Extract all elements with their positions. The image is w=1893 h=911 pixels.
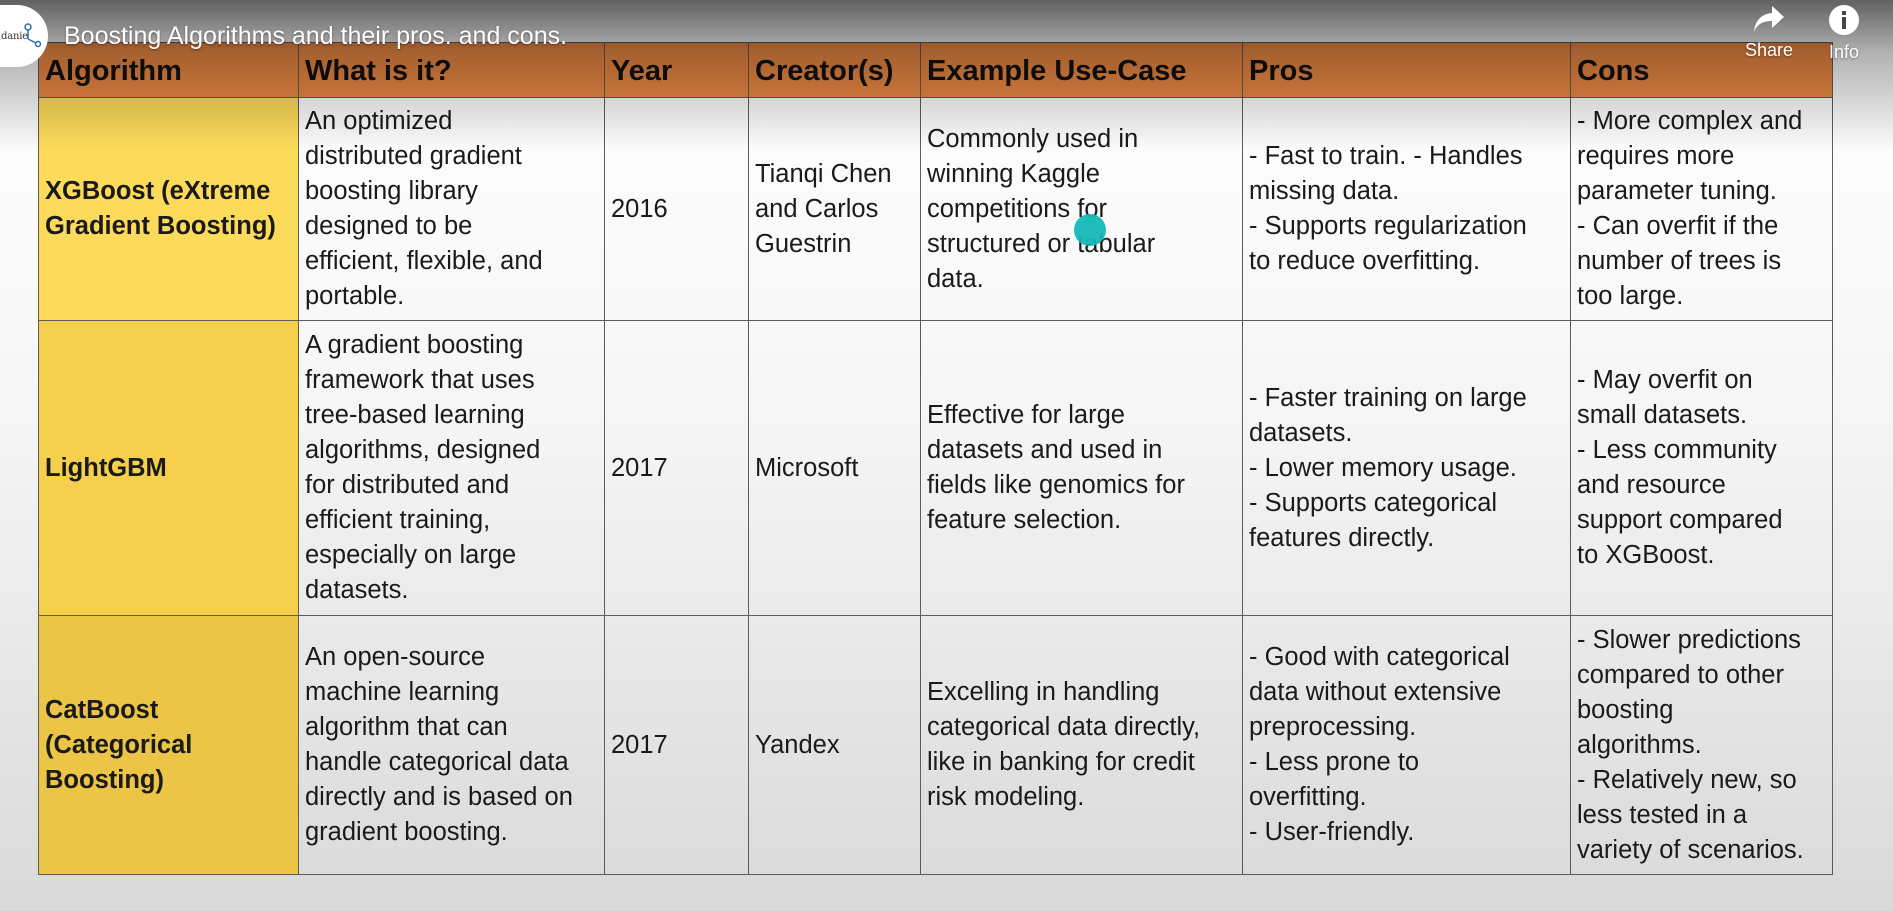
header-year: Year (604, 42, 749, 98)
share-label: Share (1745, 40, 1794, 60)
header-cons: Cons (1570, 42, 1833, 98)
cell-algorithm: CatBoost (Categorical Boosting) (38, 615, 299, 875)
video-title[interactable]: Boosting Algorithms and their pros. and … (64, 22, 568, 50)
cell-cons: - More complex and requires more paramet… (1570, 97, 1833, 321)
use-case-text: Excelling in handling categorical data d… (927, 678, 1201, 811)
cell-year: 2017 (604, 320, 749, 616)
cell-what: An open-source machine learning algorith… (298, 615, 605, 875)
pros-text: - Faster training on large datasets. - L… (1249, 383, 1527, 552)
cell-use-case: Excelling in handling categorical data d… (920, 615, 1243, 875)
cons-text: - More complex and requires more paramet… (1577, 107, 1803, 310)
cell-creators: Tianqi Chen and Carlos Guestrin (748, 97, 921, 321)
description-text: An open-source machine learning algorith… (305, 643, 573, 846)
use-case-text: Effective for large datasets and used in… (927, 401, 1185, 534)
cons-text: - Slower predictions compared to other b… (1577, 625, 1804, 864)
info-circle-icon (1829, 5, 1859, 35)
cons-text: - May overfit on small datasets. - Less … (1577, 366, 1783, 569)
year-text: 2017 (611, 453, 668, 482)
table-row: XGBoost (eXtreme Gradient Boosting) An o… (38, 97, 1833, 321)
pros-text: - Fast to train. - Handles missing data.… (1249, 142, 1527, 275)
header-example-use-case: Example Use-Case (920, 42, 1243, 98)
cell-creators: Microsoft (748, 320, 921, 616)
cell-cons: - Slower predictions compared to other b… (1570, 615, 1833, 875)
boosting-comparison-table: Algorithm What is it? Year Creator(s) Ex… (38, 42, 1833, 875)
header-pros: Pros (1242, 42, 1571, 98)
description-text: An optimized distributed gradient boosti… (305, 107, 543, 310)
pros-text: - Good with categorical data without ext… (1249, 643, 1510, 846)
info-button[interactable]: Info (1828, 4, 1860, 63)
description-text: A gradient boosting framework that uses … (305, 331, 541, 604)
info-label: Info (1828, 42, 1860, 62)
cell-what: A gradient boosting framework that uses … (298, 320, 605, 616)
use-case-text: Commonly used in winning Kaggle competit… (927, 124, 1156, 293)
creators-text: Tianqi Chen and Carlos Guestrin (755, 159, 892, 258)
cell-pros: - Faster training on large datasets. - L… (1242, 320, 1571, 616)
channel-logo-icon (24, 23, 42, 48)
cursor-highlight-dot (1074, 214, 1106, 246)
cell-algorithm: LightGBM (38, 320, 299, 616)
cell-year: 2017 (604, 615, 749, 875)
cell-year: 2016 (604, 97, 749, 321)
cell-cons: - May overfit on small datasets. - Less … (1570, 320, 1833, 616)
algorithm-name: XGBoost (eXtreme Gradient Boosting) (45, 177, 276, 240)
cell-pros: - Good with categorical data without ext… (1242, 615, 1571, 875)
year-text: 2016 (611, 194, 668, 223)
creators-text: Yandex (755, 730, 840, 759)
algorithm-name: LightGBM (45, 453, 167, 482)
cell-creators: Yandex (748, 615, 921, 875)
creators-text: Microsoft (755, 453, 859, 482)
share-arrow-icon (1754, 6, 1785, 32)
cell-pros: - Fast to train. - Handles missing data.… (1242, 97, 1571, 321)
cell-what: An optimized distributed gradient boosti… (298, 97, 605, 321)
table-row: CatBoost (Categorical Boosting) An open-… (38, 615, 1833, 875)
cell-algorithm: XGBoost (eXtreme Gradient Boosting) (38, 97, 299, 321)
year-text: 2017 (611, 730, 668, 759)
cell-use-case: Commonly used in winning Kaggle competit… (920, 97, 1243, 321)
header-creators: Creator(s) (748, 42, 921, 98)
share-button[interactable]: Share (1745, 4, 1793, 61)
cell-use-case: Effective for large datasets and used in… (920, 320, 1243, 616)
algorithm-name: CatBoost (Categorical Boosting) (45, 695, 193, 794)
table-row: LightGBM A gradient boosting framework t… (38, 320, 1833, 616)
